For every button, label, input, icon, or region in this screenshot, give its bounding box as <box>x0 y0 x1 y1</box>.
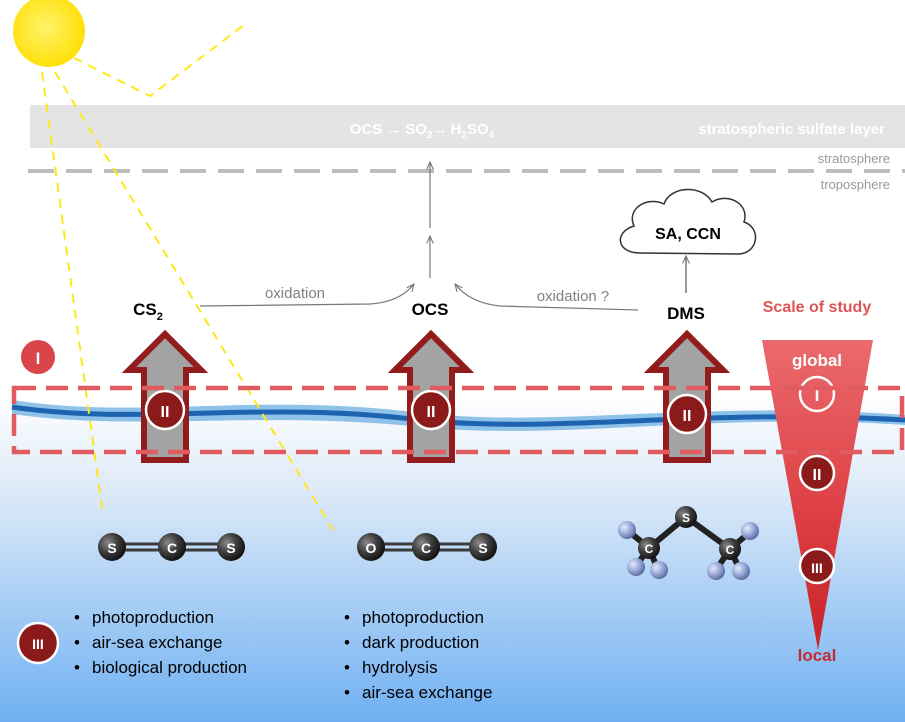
reaction-equation: OCS→SO2→H2SO4 <box>350 121 495 141</box>
scale-badge-local: III <box>798 547 836 585</box>
oxidation-right-arrow <box>455 284 639 311</box>
svg-text:•: • <box>74 633 80 652</box>
svg-text:C: C <box>726 543 735 557</box>
ocs-process-item: hydrolysis <box>362 658 438 677</box>
svg-text:C: C <box>167 540 177 556</box>
cs2-molecule-icon: S C S <box>98 533 245 561</box>
svg-text:•: • <box>344 683 350 702</box>
flux-arrow-ocs: II <box>387 329 475 463</box>
dms-molecule-icon: C S C <box>618 506 759 580</box>
troposphere-label: troposphere <box>821 177 890 192</box>
ocs-process-item: photoproduction <box>362 608 484 627</box>
svg-text:S: S <box>107 540 116 556</box>
oxidation-right-label: oxidation ? <box>537 288 610 305</box>
svg-text:O: O <box>366 540 377 556</box>
svg-text:II: II <box>813 467 822 484</box>
sun-icon <box>13 0 85 67</box>
stratosphere-label: stratosphere <box>818 151 890 166</box>
svg-text:C: C <box>645 542 654 556</box>
svg-text:S: S <box>478 540 487 556</box>
sulfate-layer-band <box>30 105 905 148</box>
svg-text:III: III <box>811 560 823 576</box>
dms-label: DMS <box>667 304 705 323</box>
cs2-process-list: • photoproduction • air-sea exchange • b… <box>74 608 247 677</box>
svg-text:I: I <box>36 349 41 368</box>
svg-text:II: II <box>427 404 436 421</box>
cloud-label: SA, CCN <box>655 226 721 243</box>
svg-text:•: • <box>344 608 350 627</box>
flux-arrow-cs2: II <box>121 329 209 463</box>
sea-surface-study-box <box>11 385 905 455</box>
sun-rays <box>41 21 334 531</box>
ocs-molecule-icon: O C S <box>357 533 497 561</box>
svg-text:II: II <box>161 404 170 421</box>
svg-text:S: S <box>226 540 235 556</box>
scale-title: Scale of study <box>763 299 872 316</box>
scale-badge-regional: II <box>798 454 836 492</box>
scale-badge-i-left: I <box>21 340 55 374</box>
cloud-icon <box>619 188 757 255</box>
ocs-process-item: air-sea exchange <box>362 683 492 702</box>
svg-text:I: I <box>815 386 820 405</box>
svg-text:II: II <box>683 408 692 425</box>
sulfate-layer-label: stratospheric sulfate layer <box>698 121 885 138</box>
scale-global-label: global <box>792 351 842 370</box>
oxidation-left-arrow <box>199 284 414 307</box>
svg-text:•: • <box>344 633 350 652</box>
svg-text:III: III <box>32 636 44 652</box>
svg-text:S: S <box>682 511 690 525</box>
ocs-process-item: dark production <box>362 633 479 652</box>
scale-badge-global: I <box>798 375 836 413</box>
flux-arrow-dms: II <box>643 329 731 463</box>
ocs-process-list: • photoproduction • dark production • hy… <box>344 608 492 702</box>
scale-badge-iii-left: III <box>16 621 60 665</box>
scale-local-label: local <box>798 646 837 665</box>
oxidation-left-label: oxidation <box>265 285 325 302</box>
svg-text:•: • <box>74 658 80 677</box>
ocs-label: OCS <box>412 300 449 319</box>
svg-text:•: • <box>344 658 350 677</box>
svg-text:•: • <box>74 608 80 627</box>
scale-funnel <box>762 340 873 650</box>
cs2-label: CS2 <box>133 300 163 323</box>
cs2-process-item: air-sea exchange <box>92 633 222 652</box>
cs2-process-item: photoproduction <box>92 608 214 627</box>
cs2-process-item: biological production <box>92 658 247 677</box>
svg-text:C: C <box>421 540 431 556</box>
